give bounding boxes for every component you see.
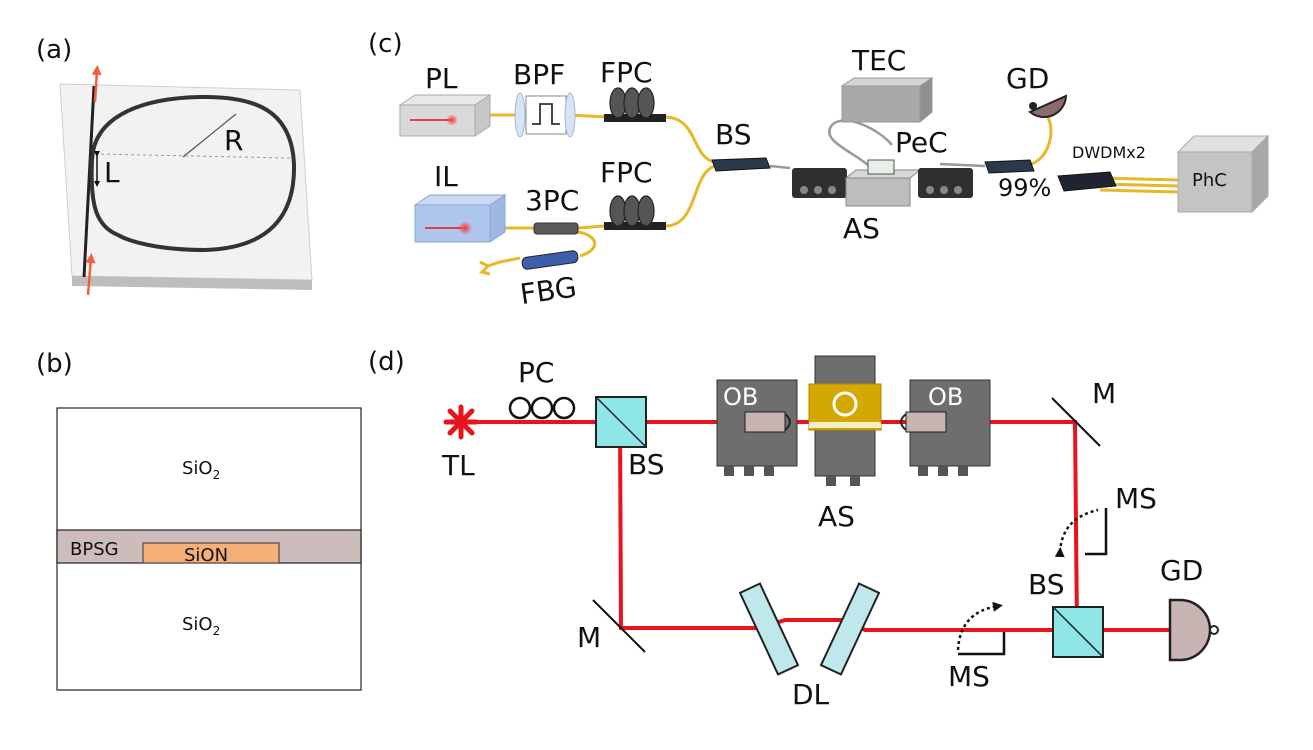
delay-line-plates [738,582,881,676]
delay-plate-right [819,582,881,676]
panel-d-free-space-setup: TL PC BS OB AS [441,355,1219,711]
as-fiber-label: AS [843,212,880,245]
input-light-arrow [85,253,96,296]
pl-label: PL [425,62,458,95]
fiber-polarization-controller-top [609,87,655,119]
objective-stage-right [900,379,991,476]
radius-label: R [224,124,243,157]
fbg-label: FBG [518,270,579,311]
dwdm-module [1057,171,1117,192]
pec-label: PeC [895,126,948,159]
radius-line [182,113,237,158]
gd-free-space-label: GD [1160,554,1203,587]
dl-label: DL [792,678,830,711]
as-free-space-label: AS [818,500,855,533]
photon-counter-box [1177,151,1253,213]
panel-label-a: (a) [36,35,72,65]
ms-right-label: MS [1115,482,1157,515]
three-port-circulator [533,222,579,235]
pump-laser-glow-icon [446,114,458,126]
il-label: IL [434,160,458,193]
panel-c-fiber-setup: PL BPF FPC IL 3PC FPC [398,44,1270,311]
tap-percent-label: 99% [998,174,1051,202]
sion-core [142,542,280,564]
output-light-arrow [91,65,102,103]
right-lensed-fiber-stage [918,168,973,198]
bs-left-label: BS [628,448,665,481]
tap-coupler-99 [984,159,1035,174]
ob-right-label: OB [928,383,963,411]
radius-guide-line [94,153,291,159]
bandpass-shape-icon [532,103,560,125]
pc-label: PC [518,356,554,389]
bs-right-label: BS [1028,568,1065,601]
mirror-bottom-left [592,599,646,653]
gray-fiber-paths [769,119,986,170]
dwdm-label: DWDMx2 [1072,143,1146,162]
ob-left-label: OB [723,383,758,411]
mirror-top-right [1051,397,1101,447]
panel-b-cross-section: SiO2 BPSG SiON SiO2 [56,407,362,691]
bandpass-filter-box [525,95,567,135]
ring-waveguide [89,94,297,253]
ms-bottom-label: MS [948,660,990,693]
alignment-stage-center [808,355,882,486]
bs-fiber-label: BS [715,118,752,151]
fpc-bottom-label: FPC [600,156,653,189]
phc-label: PhC [1192,170,1227,191]
panel-label-b: (b) [36,349,73,379]
tl-label: TL [441,449,475,482]
left-lensed-fiber-stage [792,168,847,198]
tunable-laser-icon [443,404,479,440]
objective-lens-left [744,411,786,433]
fiber-beam-splitter [711,157,771,172]
fpc-top-label: FPC [600,56,653,89]
three-pc-label: 3PC [525,184,579,217]
fiber-bragg-grating [521,250,579,270]
gd-fiber-label: GD [1006,62,1049,95]
polarization-controller-coils [508,396,576,420]
chip-alignment-stage [844,159,922,207]
fiber-paths [487,113,1181,268]
fiber-polarization-controller-bottom [609,195,655,227]
panel-a-ring-resonator: R L [59,65,313,296]
gd-detector-icon [1028,94,1068,119]
motorized-stage-right [1054,508,1108,558]
sio2-top-label: SiO2 [182,458,220,482]
tec-label: TEC [851,44,906,77]
chip-on-stage [867,159,895,175]
ring-chip-icon [832,391,858,417]
motorized-stage-bottom [956,601,1006,656]
tec-controller-box [841,85,921,123]
sio2-bottom-label: SiO2 [182,614,220,638]
chip-substrate-side [72,276,312,290]
panel-label-d: (d) [368,347,405,377]
fiber-end-icon [479,260,491,276]
bpf-label: BPF [513,58,565,91]
objective-lens-right [905,411,947,433]
m-bottom-label: M [577,621,601,654]
panel-label-c: (c) [368,29,403,59]
delay-plate-left [738,582,800,676]
objective-stage-left [716,379,798,476]
length-label: L [104,156,120,189]
sion-label: SiON [184,545,228,566]
idler-laser-glow-icon [458,221,472,235]
m-top-label: M [1092,377,1116,410]
idler-laser-box [414,204,491,243]
gd-detector-free-space-icon [1168,598,1212,662]
bpsg-label: BPSG [70,539,119,560]
bus-waveguide [82,85,96,278]
